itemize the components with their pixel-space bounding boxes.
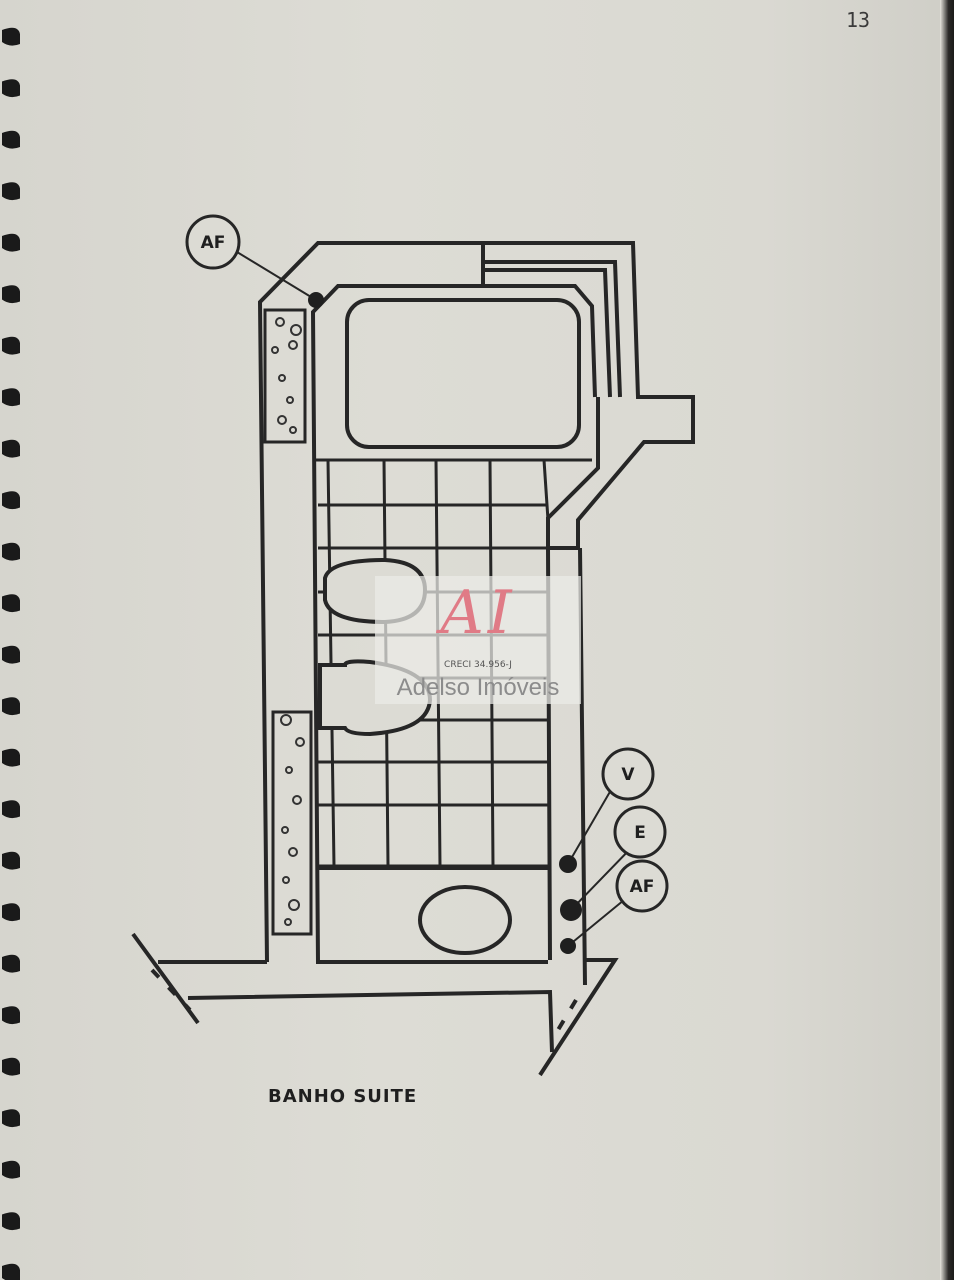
plan-caption: BANHO SUITE — [268, 1086, 418, 1107]
spiral-ring — [2, 851, 20, 870]
marker-af-top: AF — [201, 233, 226, 253]
marker-af-bottom: AF — [630, 877, 655, 897]
watermark-creci: CRECI 34.956-J — [444, 660, 512, 670]
spiral-ring — [2, 594, 20, 613]
spiral-ring — [2, 1057, 20, 1076]
spiral-ring — [2, 336, 20, 355]
planter-stones — [271, 317, 305, 926]
wall-top-right — [483, 241, 695, 550]
leader-e — [570, 844, 635, 911]
spiral-ring — [2, 285, 20, 304]
pipe-dot-v — [559, 855, 577, 873]
leader-v — [567, 789, 612, 865]
watermark-brand: Adelso Imóveis — [396, 674, 560, 701]
wall-bottom — [131, 932, 619, 1077]
spiral-ring — [2, 182, 20, 201]
spiral-ring — [2, 1006, 20, 1025]
page-number: 13 — [846, 8, 871, 32]
page-edge-shadow — [940, 0, 954, 1280]
spiral-ring — [2, 542, 20, 561]
leader-top — [236, 251, 317, 301]
spiral-binding — [2, 27, 20, 1280]
marker-v: V — [621, 765, 635, 785]
spiral-ring — [2, 748, 20, 767]
sink-basin — [418, 885, 512, 955]
spiral-ring — [2, 645, 20, 664]
spiral-ring — [2, 903, 20, 922]
spiral-ring — [2, 1263, 20, 1280]
spiral-ring — [2, 27, 20, 46]
pipe-dot-top — [308, 292, 324, 308]
marker-af-top-circle — [185, 214, 241, 270]
watermark: AI CRECI 34.956-J Adelso Imóveis — [375, 576, 581, 704]
bathtub — [345, 298, 581, 449]
spiral-ring — [2, 1160, 20, 1179]
spiral-ring — [2, 79, 20, 98]
watermark-monogram: AI — [440, 578, 516, 648]
marker-v-circle — [601, 747, 655, 801]
spiral-ring — [2, 491, 20, 510]
spiral-ring — [2, 233, 20, 252]
spiral-ring — [2, 954, 20, 973]
spiral-ring — [2, 697, 20, 716]
dashed-break — [150, 968, 578, 1042]
marker-e: E — [634, 823, 646, 843]
spiral-ring — [2, 1212, 20, 1231]
planter-left-bottom — [271, 710, 313, 936]
marker-af-circle — [615, 859, 669, 913]
pipe-dot-e — [560, 899, 582, 921]
spiral-ring — [2, 800, 20, 819]
leader-af — [567, 899, 625, 947]
pipe-dot-af — [560, 938, 576, 954]
spiral-ring — [2, 130, 20, 149]
spiral-ring — [2, 439, 20, 458]
spiral-ring — [2, 388, 20, 407]
marker-e-circle — [613, 805, 667, 859]
spiral-ring — [2, 1109, 20, 1128]
